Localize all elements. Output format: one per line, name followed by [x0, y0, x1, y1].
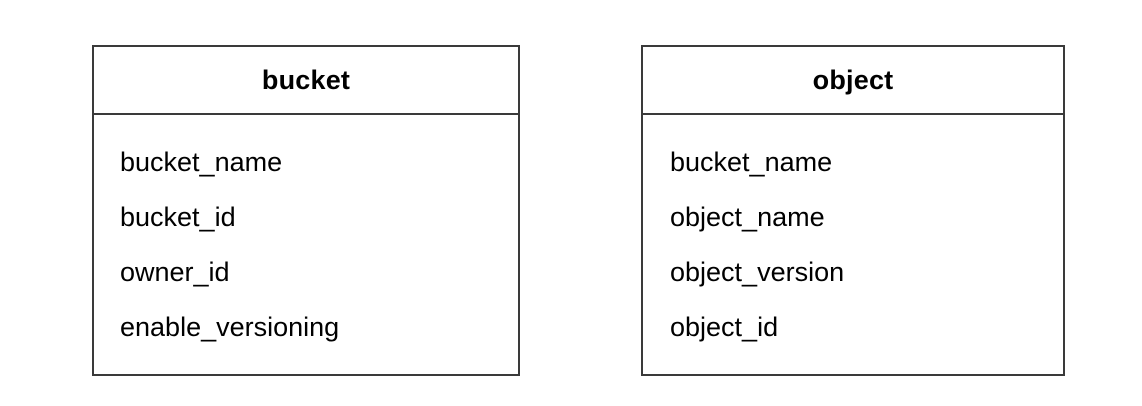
- attribute-row: object_name: [670, 202, 825, 232]
- entity-header-object: object: [643, 47, 1063, 115]
- attribute-row: owner_id: [120, 257, 230, 287]
- attribute-row: bucket_id: [120, 202, 236, 232]
- attribute-row: object_id: [670, 312, 779, 342]
- attribute-row: bucket_name: [120, 147, 283, 177]
- attribute-row: enable_versioning: [120, 312, 340, 342]
- entity-title-object: object: [812, 64, 894, 95]
- entity-table-bucket[interactable]: bucket bucket_name bucket_id owner_id en…: [92, 45, 520, 376]
- entity-header-bucket: bucket: [94, 47, 518, 115]
- attribute-row: bucket_name: [670, 147, 833, 177]
- attribute-row: object_version: [670, 257, 845, 287]
- entity-table-object[interactable]: object bucket_name object_name object_ve…: [641, 45, 1065, 376]
- entity-attribute-list-object: bucket_name object_name object_version o…: [643, 115, 1063, 374]
- entity-attribute-list-bucket: bucket_name bucket_id owner_id enable_ve…: [94, 115, 518, 374]
- entity-title-bucket: bucket: [261, 64, 351, 95]
